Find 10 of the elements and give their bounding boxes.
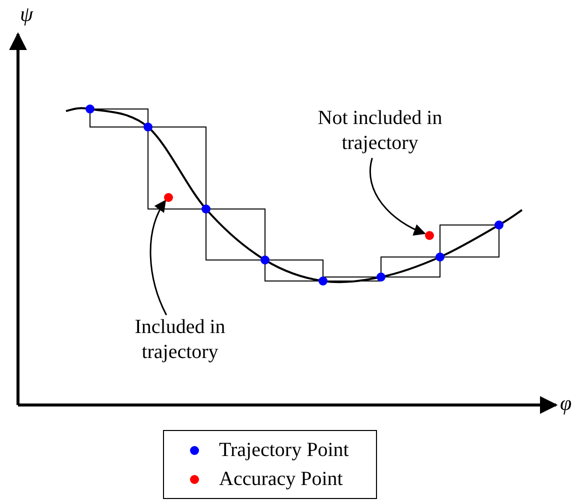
- legend-label: Accuracy Point: [219, 468, 343, 491]
- annotation: Not included in trajectory: [315, 106, 445, 158]
- legend-label: Trajectory Point: [219, 439, 349, 462]
- arrow: [150, 200, 168, 316]
- arrow: [370, 158, 426, 236]
- axis-label: ψ: [20, 2, 34, 27]
- axis-label: φ: [560, 391, 572, 416]
- accuracy-point: [164, 192, 172, 202]
- accuracy-point: [424, 230, 434, 240]
- annotation: Included in trajectory: [100, 315, 260, 367]
